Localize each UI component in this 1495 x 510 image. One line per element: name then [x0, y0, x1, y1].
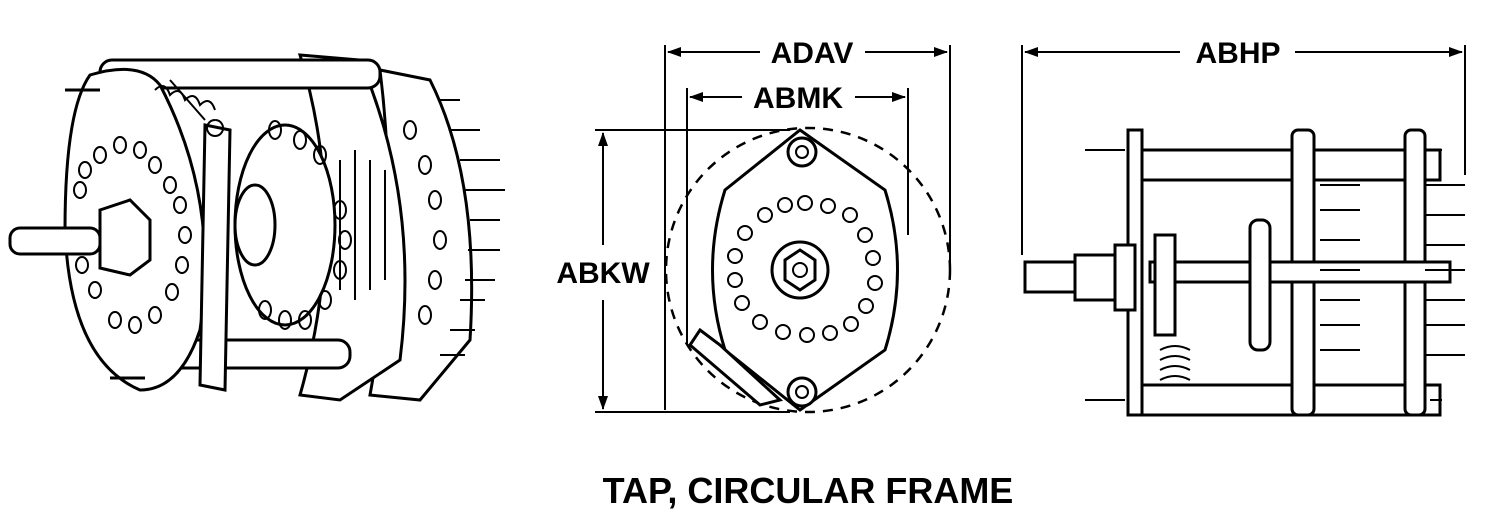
contact-holes — [73, 136, 192, 334]
hex-nut — [98, 198, 152, 277]
isometric-view — [8, 53, 505, 402]
dimension-adav: ADAV — [664, 37, 951, 410]
terminal-lugs — [1320, 184, 1465, 356]
front-view — [664, 126, 952, 414]
wiper-spring — [688, 327, 784, 407]
spring — [1159, 345, 1191, 381]
dimension-abhp: ABHP — [1021, 37, 1466, 255]
dimension-label-abmk: ABMK — [753, 82, 843, 115]
hex-nut — [783, 248, 817, 292]
dimension-label-abhp: ABHP — [1195, 37, 1280, 70]
shaft — [8, 226, 102, 256]
dimension-abmk: ABMK — [686, 82, 909, 345]
dimension-label-adav: ADAV — [771, 37, 854, 70]
shaft — [1023, 260, 1077, 294]
contact-holes — [727, 195, 883, 343]
side-view — [1023, 128, 1465, 417]
dimension-label-abkw: ABKW — [556, 257, 650, 290]
dimension-abkw: ABKW — [556, 129, 790, 413]
figure-title: TAP, CIRCULAR FRAME — [603, 470, 1014, 510]
spring — [154, 85, 216, 111]
terminal-fins — [440, 99, 505, 356]
